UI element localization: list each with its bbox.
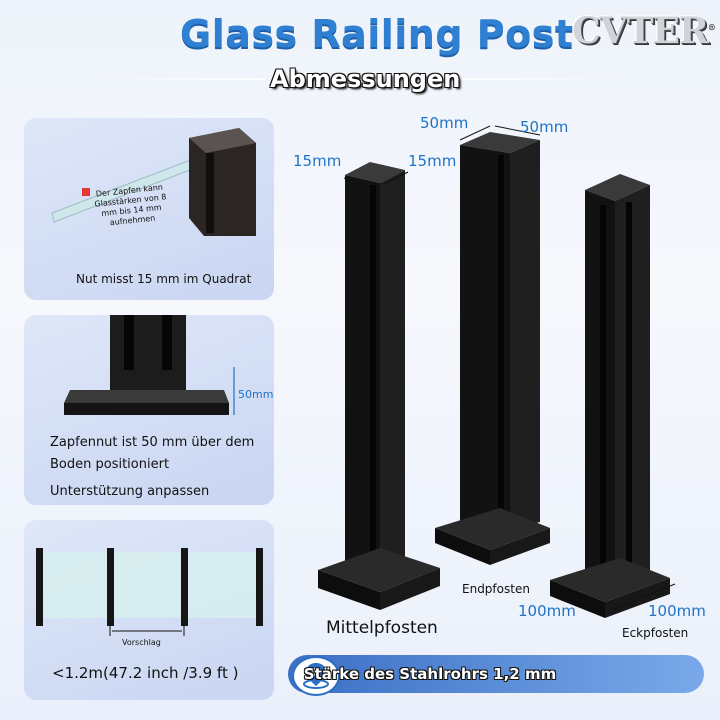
subtitle-line-right	[455, 78, 620, 80]
end-post-slot	[498, 155, 504, 525]
spacing-post-4	[256, 548, 263, 626]
base-plate-side	[64, 403, 229, 415]
corner-post-slot-a	[600, 205, 606, 575]
posts-illustration	[318, 125, 676, 618]
location-pin-icon	[303, 663, 329, 689]
middle-post-slot	[370, 185, 376, 565]
middle-dim-right: 15mm	[408, 152, 457, 170]
corner-dim-left: 100mm	[518, 602, 576, 620]
middle-base-top	[318, 548, 440, 592]
end-post-label: Endpfosten	[462, 582, 530, 596]
middle-post-top	[345, 162, 405, 183]
base-caption-line2: Boden positioniert	[50, 457, 170, 472]
corner-post-top	[585, 174, 650, 201]
base-dim-label: 50mm	[238, 388, 274, 401]
brand-logo: CVTER®	[572, 10, 716, 52]
end-dim-left: 50mm	[420, 114, 469, 132]
spacing-post-2	[107, 548, 114, 626]
corner-post-slot-b	[626, 202, 632, 572]
spacing-caption: <1.2m(47.2 inch /3.9 ft )	[52, 664, 239, 682]
end-base-right	[490, 528, 550, 565]
end-base-left	[435, 528, 490, 565]
end-dim-line-left	[459, 125, 491, 141]
registered-mark: ®	[707, 22, 716, 32]
subtitle-line-left	[100, 78, 265, 80]
middle-base-right	[380, 568, 440, 610]
corner-base-left	[550, 580, 605, 618]
groove-illustration	[51, 128, 256, 236]
post-slot-right	[162, 315, 172, 370]
spacing-post-1	[36, 548, 43, 626]
base-caption-line1: Zapfennut ist 50 mm über dem	[50, 435, 255, 450]
middle-dim-left: 15mm	[293, 152, 342, 170]
base-adjust-caption: Unterstützung anpassen	[50, 484, 210, 499]
end-dim-line-right	[494, 125, 541, 136]
corner-dim-line-left	[551, 587, 601, 611]
footer-icon-circle	[292, 656, 340, 696]
post-slot-left	[124, 315, 134, 370]
glass-run-shape	[40, 552, 258, 618]
middle-post-right	[380, 170, 405, 580]
spacing-label: Vorschlag	[122, 638, 161, 647]
end-post-right	[510, 140, 540, 530]
end-dim-right: 50mm	[520, 118, 569, 136]
middle-dim-line-right	[383, 171, 409, 185]
groove-slot	[206, 153, 214, 233]
page-subtitle: Abmessungen	[270, 65, 461, 93]
corner-post-right	[615, 185, 650, 580]
corner-dim-line-right	[611, 583, 676, 611]
post-top-shape	[189, 128, 256, 236]
footer-bar	[288, 655, 704, 693]
corner-base-top	[550, 558, 670, 602]
base-illustration	[64, 315, 235, 415]
corner-base-right	[605, 578, 670, 618]
logo-text: CVTER	[572, 10, 709, 52]
base-plate-top	[64, 390, 229, 403]
pin-dot	[312, 668, 320, 676]
post-top-face	[189, 128, 256, 153]
middle-dim-line-left	[343, 177, 367, 189]
page-title: Glass Railing Post	[180, 12, 574, 56]
spacing-post-3	[181, 548, 188, 626]
corner-post-label: Eckpfosten	[622, 626, 689, 640]
middle-base-left	[318, 570, 380, 610]
footer-text: Stärke des Stahlrohrs 1,2 mm	[303, 665, 557, 683]
end-post-top	[460, 132, 540, 153]
base-caption: Zapfennut ist 50 mm über dem Boden posit…	[50, 432, 254, 476]
end-post-left	[460, 145, 510, 530]
spacing-illustration	[36, 548, 263, 636]
corner-dim-right: 100mm	[648, 602, 706, 620]
glass-marker	[82, 188, 90, 196]
middle-post-label: Mittelpfosten	[326, 618, 438, 638]
groove-caption: Nut misst 15 mm im Quadrat	[76, 272, 252, 286]
